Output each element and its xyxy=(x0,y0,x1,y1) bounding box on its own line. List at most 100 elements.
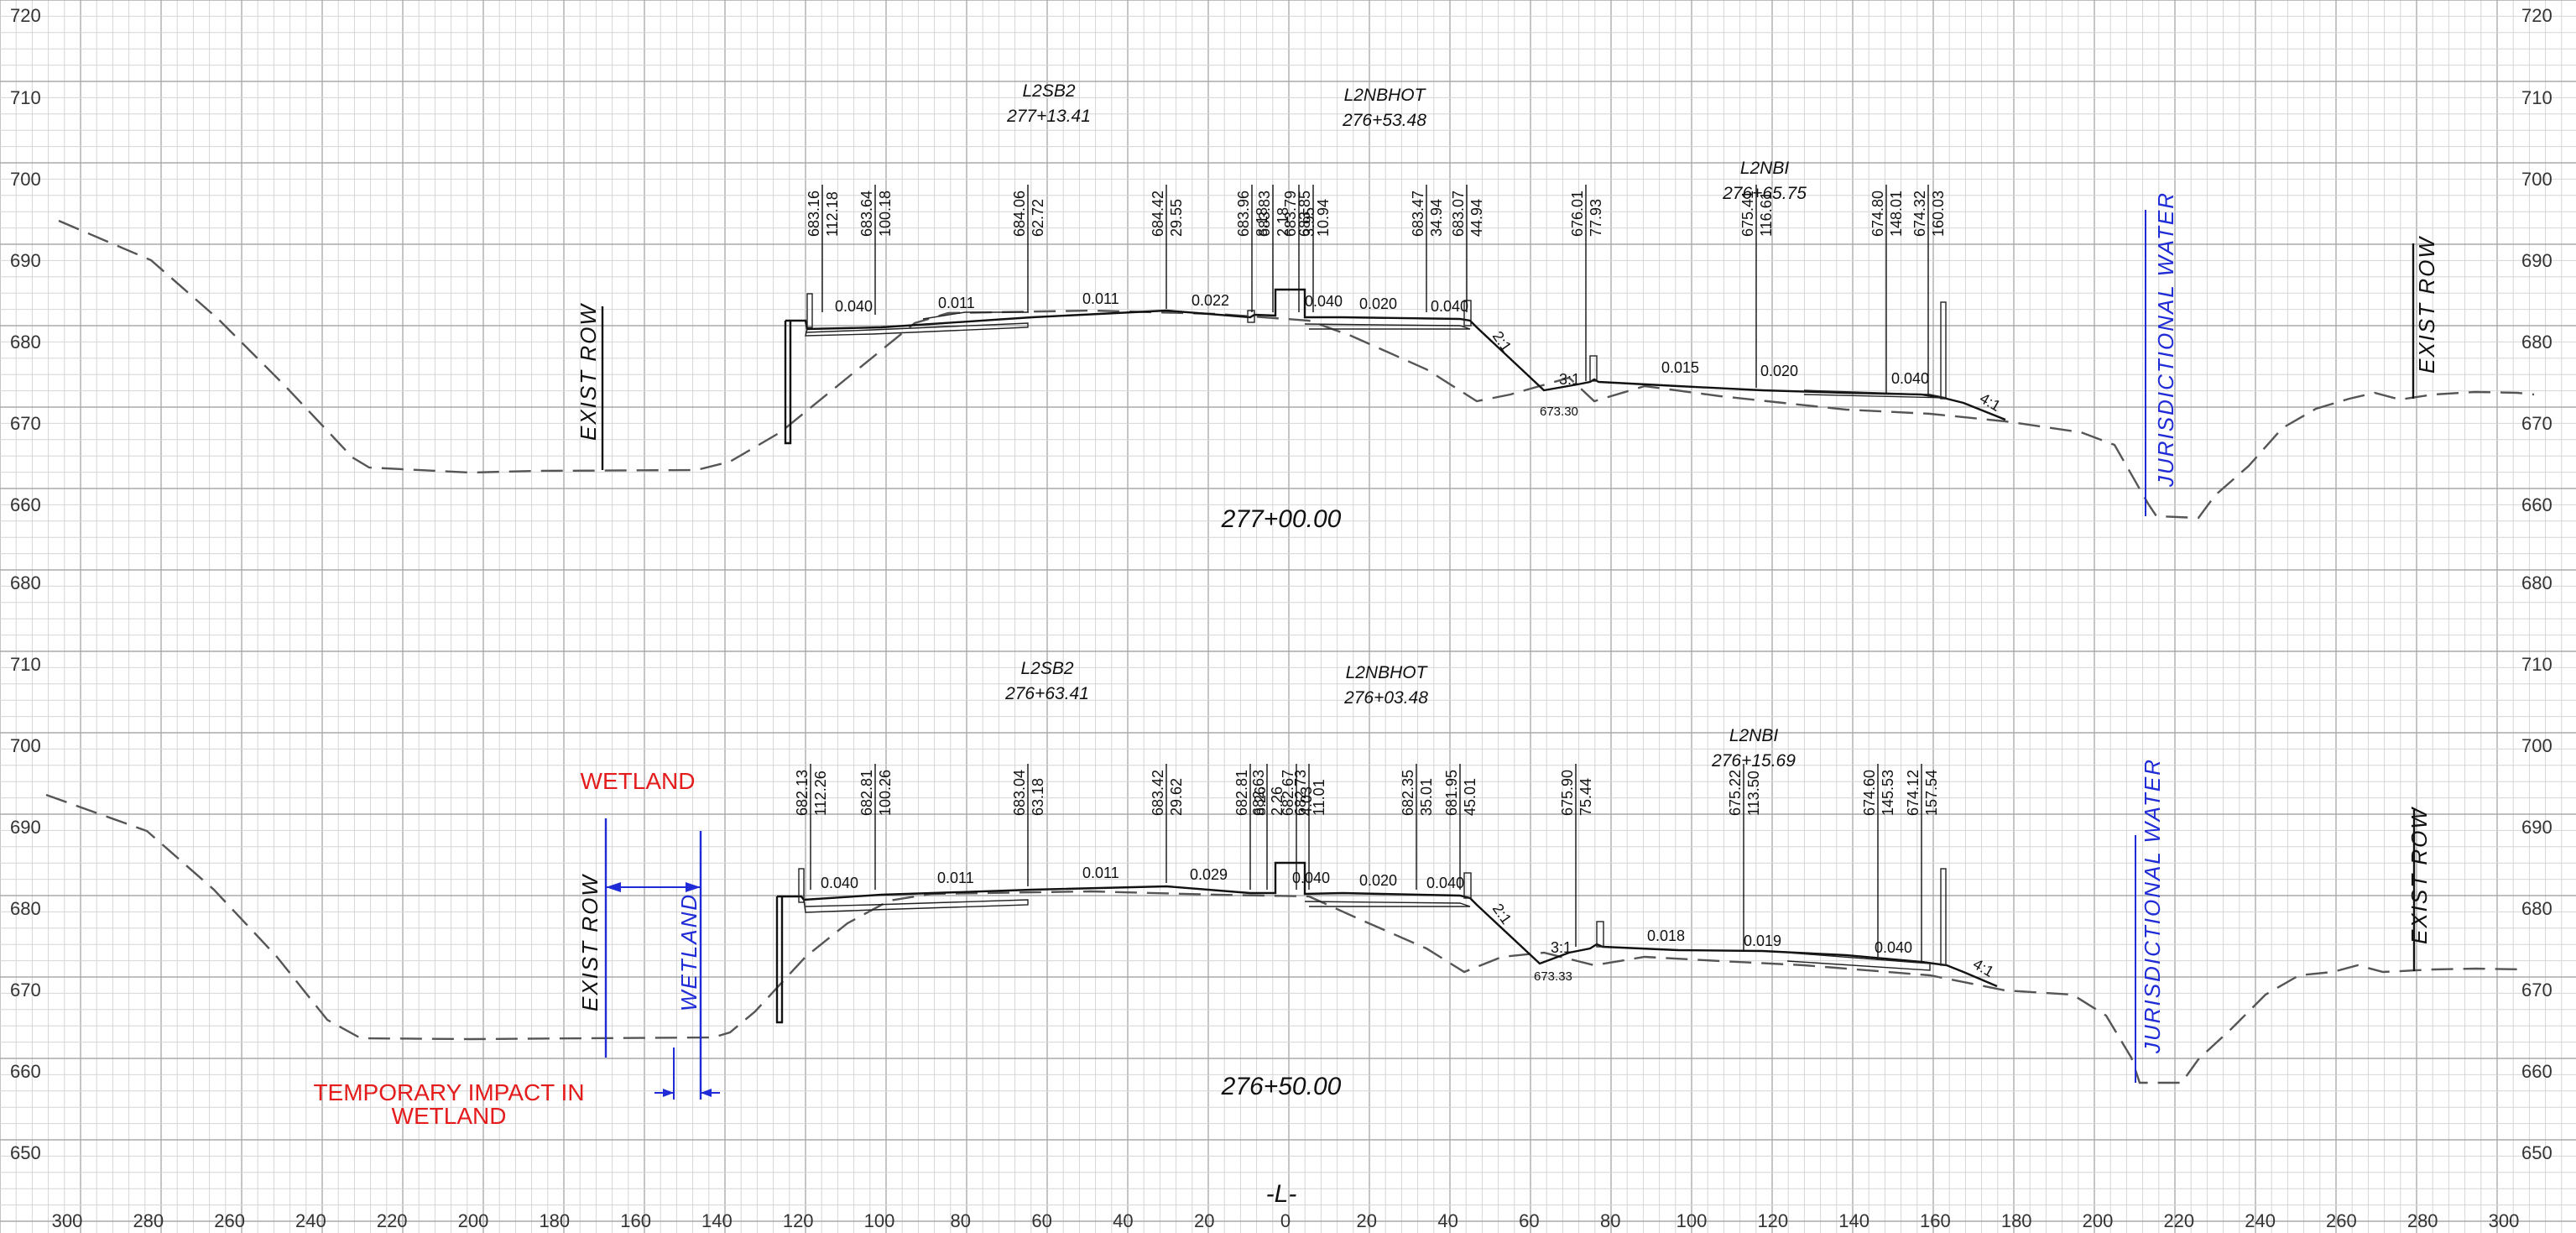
callout-offset: 29.62 xyxy=(1168,778,1185,816)
elev-label: 700 xyxy=(2521,169,2553,190)
slope-label: 0.040 xyxy=(1305,293,1343,310)
offset-label: 200 xyxy=(458,1210,489,1231)
arrow-left-icon xyxy=(606,882,621,892)
callout-elevation: 681.95 xyxy=(1443,770,1460,816)
station-label: 277+00.00 xyxy=(1221,505,1342,533)
elev-label: 670 xyxy=(2521,980,2553,1001)
elev-label: 700 xyxy=(2521,735,2553,756)
callout-elevation: 683.42 xyxy=(1150,770,1166,816)
elev-label: 650 xyxy=(10,1142,41,1163)
callout-elevation: 683.47 xyxy=(1410,191,1426,237)
callout-elevation: 682.81 xyxy=(1233,770,1250,816)
offset-label: 180 xyxy=(2001,1210,2032,1231)
offset-label: 140 xyxy=(1838,1210,1869,1231)
elev-label: 690 xyxy=(10,250,41,271)
callout-offset: 75.44 xyxy=(1577,778,1594,816)
slope-label: 0.020 xyxy=(1760,363,1798,379)
exist-row-label: EXIST ROW xyxy=(2414,236,2439,374)
callout-elevation: 683.83 xyxy=(1256,191,1273,237)
offset-label: 20 xyxy=(1357,1210,1377,1231)
elev-label: 680 xyxy=(2521,332,2553,353)
elev-label: 720 xyxy=(2521,5,2553,26)
curb xyxy=(1463,872,1472,899)
alignment-station: 276+03.48 xyxy=(1343,688,1428,708)
offset-label: 280 xyxy=(133,1210,164,1231)
elev-label: 680 xyxy=(10,572,41,593)
slope-label: 0.022 xyxy=(1192,292,1229,309)
offset-label: 160 xyxy=(1920,1210,1951,1231)
pavement-underside xyxy=(803,899,1029,913)
callout-offset: 112.18 xyxy=(824,191,841,237)
elev-label: 710 xyxy=(10,87,41,108)
callout-elevation: 683.79 xyxy=(1282,191,1299,237)
centerline-label: -L- xyxy=(1266,1180,1297,1208)
arrow-right-icon xyxy=(663,1089,674,1097)
elev-label: 700 xyxy=(10,735,41,756)
existing-ground-line xyxy=(58,219,2535,520)
offset-label: 100 xyxy=(1676,1210,1708,1231)
callout-offset: 8.26 xyxy=(1252,786,1269,816)
offset-label: 220 xyxy=(2163,1210,2194,1231)
temporary-impact-label: TEMPORARY IMPACT IN xyxy=(313,1079,584,1105)
slope-label: 0.011 xyxy=(1082,865,1119,881)
offset-label: 80 xyxy=(951,1210,971,1231)
offset-label: 220 xyxy=(377,1210,408,1231)
offset-label: 120 xyxy=(1757,1210,1788,1231)
callout-offset: 100.26 xyxy=(877,770,894,816)
callout-offset: 4.03 xyxy=(1298,786,1315,816)
curb xyxy=(1247,310,1255,323)
wetland-title: WETLAND xyxy=(581,768,696,794)
offset-label: 0 xyxy=(1280,1210,1291,1231)
offset-label: 160 xyxy=(620,1210,651,1231)
station-label: 276+50.00 xyxy=(1221,1073,1342,1100)
offset-label: 100 xyxy=(864,1210,895,1231)
curb xyxy=(1596,921,1604,948)
side-slope-label: 3:1 xyxy=(1551,939,1572,956)
offset-label: 300 xyxy=(52,1210,83,1231)
side-slope-label: 2:1 xyxy=(1489,328,1515,355)
alignment-name: L2NBHOT xyxy=(1346,663,1429,682)
wetland-label: WETLAND xyxy=(676,893,701,1011)
offset-label: 260 xyxy=(2326,1210,2357,1231)
offset-label: 20 xyxy=(1194,1210,1214,1231)
offset-label: 300 xyxy=(2489,1210,2520,1231)
slope-label: 0.011 xyxy=(1082,290,1119,307)
elev-label: 690 xyxy=(2521,250,2553,271)
elev-label: 650 xyxy=(2521,1142,2553,1163)
jurisdictional-water-label: JURISDICTIONAL WATER xyxy=(2153,191,2178,488)
existing-ground-line xyxy=(45,793,2526,1084)
callout-elevation: 674.32 xyxy=(1911,191,1928,237)
callout-offset: 45.01 xyxy=(1462,778,1478,816)
elev-label: 700 xyxy=(10,169,41,190)
callout-offset: 35.01 xyxy=(1418,778,1435,816)
elev-label: 680 xyxy=(2521,572,2553,593)
elevation-labels: 720 710 700 690 680 670 660 680 710 700 … xyxy=(10,5,2553,1163)
slope-label: 0.040 xyxy=(821,875,858,891)
slope-label: 0.019 xyxy=(1744,933,1781,949)
elev-label: 670 xyxy=(10,413,41,434)
slope-label: 0.018 xyxy=(1647,927,1685,944)
callout-elevation: 683.85 xyxy=(1296,191,1313,237)
offset-label: 200 xyxy=(2083,1210,2114,1231)
callout-offset: 160.03 xyxy=(1930,191,1947,237)
alignment-station: 276+15.69 xyxy=(1711,751,1796,771)
callout-elevation: 674.12 xyxy=(1905,770,1922,816)
callout-elevation: 676.01 xyxy=(1569,191,1586,237)
offset-label: 260 xyxy=(214,1210,245,1231)
callout-offset: 2.18 xyxy=(1275,207,1291,237)
slope-label: 0.029 xyxy=(1190,866,1228,883)
callout-elevation: 683.07 xyxy=(1450,191,1467,237)
callout-elevation: 674.80 xyxy=(1869,191,1886,237)
alignment-station: 277+13.41 xyxy=(1006,107,1091,126)
callout-elevation: 682.81 xyxy=(858,770,875,816)
pavement-underside xyxy=(1304,323,1471,330)
elev-label: 670 xyxy=(2521,413,2553,434)
offset-label: 280 xyxy=(2407,1210,2438,1231)
exist-row-label: EXIST ROW xyxy=(2407,807,2432,944)
jurisdictional-water-label: JURISDICTIONAL WATER xyxy=(2140,758,2165,1054)
callout-elevation: 674.60 xyxy=(1861,770,1878,816)
callout-offset: 63.18 xyxy=(1030,778,1046,816)
